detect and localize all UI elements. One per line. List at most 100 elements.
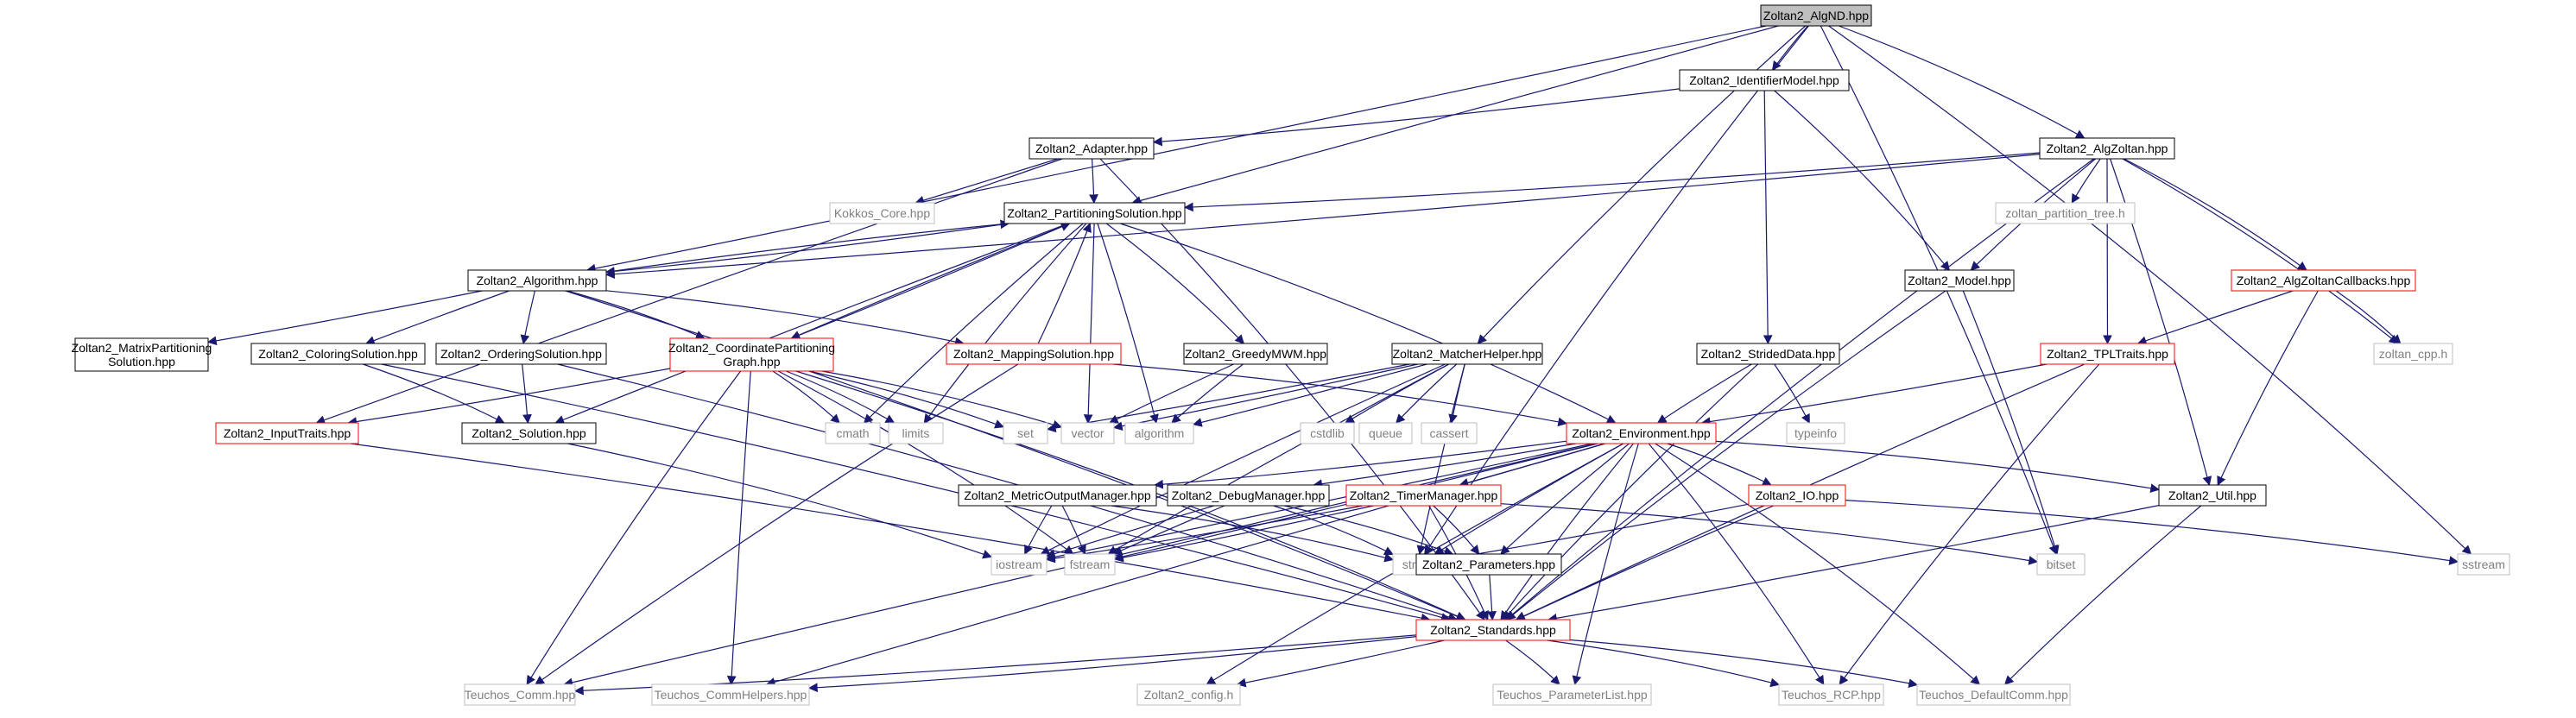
node-algzcb[interactable]: Zoltan2_AlgZoltanCallbacks.hpp [2231,269,2416,292]
node-tpltraits[interactable]: Zoltan2_TPLTraits.hpp [2040,343,2175,365]
edge-cpg-to-tcommh [726,370,751,686]
edge-algzoltan-to-util [2110,158,2212,487]
node-mapping[interactable]: Zoltan2_MappingSolution.hpp [946,343,1122,365]
node-ordering[interactable]: Zoltan2_OrderingSolution.hpp [435,343,607,365]
node-solution[interactable]: Zoltan2_Solution.hpp [461,422,597,444]
node-box-adapter [1029,137,1155,160]
node-label-set: set [1017,426,1034,440]
node-box-tpltraits [2040,343,2175,365]
edge-standards-to-config [1236,639,1445,688]
edge-algzoltan-to-zpt [2071,158,2101,204]
edge-timer-to-bitset [1500,503,2039,565]
edge-algorithm-to-coloring [364,290,510,345]
node-env[interactable]: Zoltan2_Environment.hpp [1566,422,1717,444]
edge-env-to-tpl [1572,443,1639,686]
node-algzoltan[interactable]: Zoltan2_AlgZoltan.hpp [2039,137,2175,160]
node-label-cpg-1: Graph.hpp [723,355,780,368]
node-inputtraits[interactable]: Zoltan2_InputTraits.hpp [215,422,359,444]
edge-tpltraits-to-env [1700,363,2048,426]
edge-cpg-to-set [808,370,1005,429]
edge-partsol-to-vector [1083,223,1095,425]
edge-partsol-to-algo_std [1097,223,1159,425]
node-label-coloring: Zoltan2_ColoringSolution.hpp [258,347,418,361]
edge-algorithm-to-partsol [605,219,1010,273]
edge-solution-to-iostream [567,443,993,559]
node-box-params [1415,553,1562,576]
node-box-cpg [669,337,834,372]
edge-coloring-to-solution [363,363,505,424]
node-tcommh: Teuchos_CommHelpers.hpp [651,683,810,706]
edge-strided-to-standards [1503,363,1759,620]
node-label-solution: Zoltan2_Solution.hpp [472,426,586,440]
node-label-tcommh: Teuchos_CommHelpers.hpp [655,688,807,702]
node-cmath: cmath [825,422,881,444]
node-debug[interactable]: Zoltan2_DebugManager.hpp [1167,484,1330,507]
edge-algzcb-to-util [2217,290,2319,486]
edge-env-to-tcommh [765,443,1605,687]
node-label-queue: queue [1369,426,1402,440]
node-partsol[interactable]: Zoltan2_PartitioningSolution.hpp [1003,202,1186,224]
edge-matcher-to-set [1046,363,1410,433]
node-label-matcher: Zoltan2_MatcherHelper.hpp [1393,347,1542,361]
node-params[interactable]: Zoltan2_Parameters.hpp [1415,553,1562,576]
node-algorithm[interactable]: Zoltan2_Algorithm.hpp [467,269,607,292]
edge-cpg-to-fstream [777,370,1074,555]
edge-partsol-to-solution [554,223,1068,425]
edge-identmodel-to-model [1774,90,1950,271]
edge-identmodel-to-strided [1763,90,1773,345]
node-sstream: sstream [2457,553,2510,576]
node-timer[interactable]: Zoltan2_TimerManager.hpp [1345,484,1502,507]
edge-env-to-trcp [1648,443,1825,685]
node-fstream: fstream [1064,553,1116,576]
node-io[interactable]: Zoltan2_IO.hpp [1748,484,1846,507]
node-metric[interactable]: Zoltan2_MetricOutputManager.hpp [958,484,1157,507]
node-tcomm: Teuchos_Comm.hpp [464,683,576,706]
node-zoltancpp: zoltan_cpp.h [2373,343,2453,365]
edge-standards-to-trcp [1547,639,1781,688]
node-label-kokkoscore: Kokkos_Core.hpp [834,206,931,220]
node-box-io [1748,484,1846,507]
node-standards[interactable]: Zoltan2_Standards.hpp [1415,619,1571,641]
edge-standards-to-tcommh [807,636,1417,693]
node-coloring[interactable]: Zoltan2_ColoringSolution.hpp [250,343,426,365]
node-label-algnd: Zoltan2_AlgND.hpp [1763,9,1869,22]
node-label-metric: Zoltan2_MetricOutputManager.hpp [964,488,1151,502]
node-label-adapter: Zoltan2_Adapter.hpp [1035,142,1148,155]
node-box-cstdlib [1300,422,1355,444]
node-box-coloring [250,343,426,365]
edge-matcher-to-iostream [1040,363,1446,555]
edge-model-to-standards [1506,290,1946,620]
node-trcp: Teuchos_RCP.hpp [1778,683,1884,706]
node-strided[interactable]: Zoltan2_StridedData.hpp [1696,343,1840,365]
node-box-trcp [1778,683,1884,706]
node-adapter[interactable]: Zoltan2_Adapter.hpp [1029,137,1155,160]
node-label-strided: Zoltan2_StridedData.hpp [1701,347,1836,361]
node-model[interactable]: Zoltan2_Model.hpp [1904,269,2015,292]
edge-inputtraits-to-standards [350,443,1431,623]
node-label-greedy: Zoltan2_GreedyMWM.hpp [1185,347,1326,361]
node-matcher[interactable]: Zoltan2_MatcherHelper.hpp [1391,343,1543,365]
node-box-timer [1345,484,1502,507]
node-box-mps [74,337,209,372]
edge-io-to-standards [1516,505,1775,620]
node-box-ordering [435,343,607,365]
node-greedy[interactable]: Zoltan2_GreedyMWM.hpp [1183,343,1328,365]
edge-env-to-util [1715,440,2161,494]
node-box-sstream [2457,553,2510,576]
node-iostream: iostream [991,553,1047,576]
node-label-tcomm: Teuchos_Comm.hpp [465,688,576,702]
edge-algnd-to-string [1424,25,1809,555]
node-label-cpg-0: Zoltan2_CoordinatePartitioning [668,341,835,355]
edge-adapter-to-inputtraits [315,158,1063,425]
node-box-standards [1415,619,1571,641]
edge-matcher-to-queue [1396,363,1458,424]
edge-env-to-fstream [1113,443,1598,562]
node-identmodel[interactable]: Zoltan2_IdentifierModel.hpp [1679,69,1850,91]
node-box-algo_std [1124,422,1194,444]
node-box-tdc [1916,683,2071,706]
node-util[interactable]: Zoltan2_Util.hpp [2158,484,2267,507]
node-label-debug: Zoltan2_DebugManager.hpp [1172,488,1326,502]
edge-algzoltan-to-zoltancpp [2122,158,2399,344]
